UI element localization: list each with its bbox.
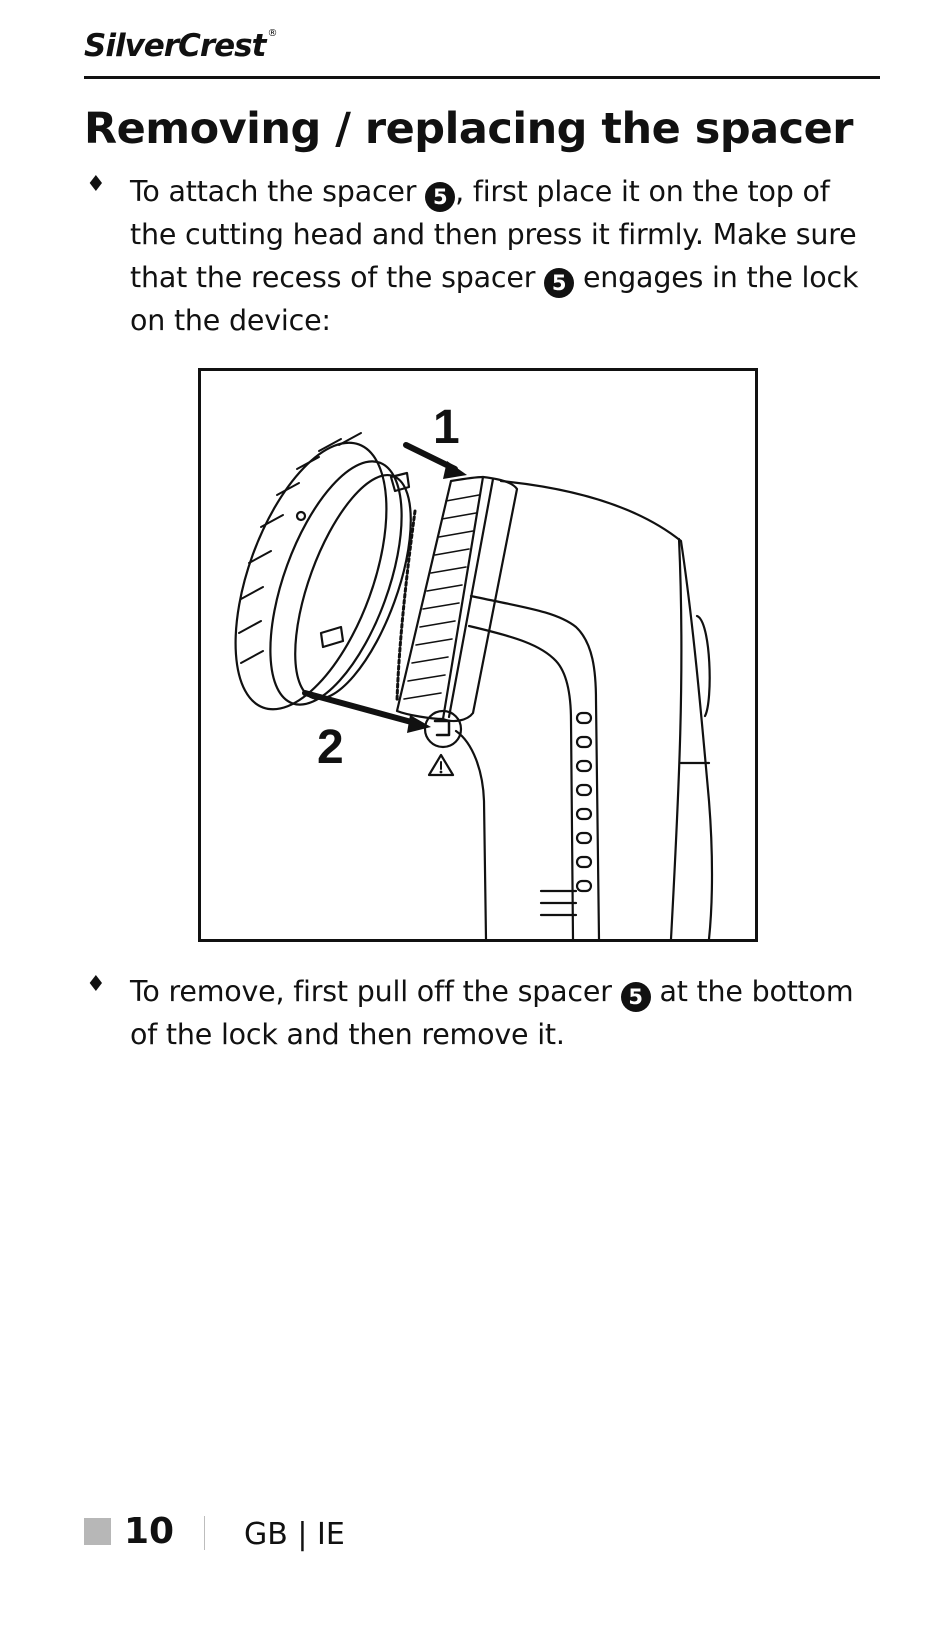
device-switch bbox=[695, 614, 711, 718]
device-body bbox=[499, 479, 714, 939]
warning-triangle-icon bbox=[427, 753, 455, 777]
part-reference-badge: 5 bbox=[425, 182, 456, 212]
bullet-diamond-icon: ♦ bbox=[86, 972, 106, 997]
spacer-ring-outer bbox=[234, 441, 388, 711]
page-marker-square-icon bbox=[84, 1518, 111, 1545]
device-back-edge bbox=[669, 537, 683, 939]
header-rule bbox=[84, 76, 880, 79]
part-reference-badge: 5 bbox=[620, 982, 651, 1012]
footer-divider bbox=[204, 1516, 205, 1550]
instruction-attach: ♦ To attach the spacer 5, first place it… bbox=[84, 170, 884, 342]
page-number: 10 bbox=[124, 1511, 175, 1552]
instruction-remove: ♦ To remove, first pull off the spacer 5… bbox=[84, 970, 884, 1056]
arrow-2 bbox=[302, 690, 418, 726]
brand-logo: SilverCrest® bbox=[84, 28, 277, 64]
text-segment: To attach the spacer bbox=[130, 175, 426, 208]
vent-slots bbox=[575, 711, 593, 893]
spacer-ring-inner bbox=[269, 460, 403, 706]
language-codes: GB | IE bbox=[244, 1517, 345, 1552]
handle-outer bbox=[469, 594, 601, 939]
text-segment: engages in the lock on the device: bbox=[130, 261, 859, 337]
handle-inner bbox=[467, 624, 575, 939]
instruction-text: To remove, first pull off the spacer 5 a… bbox=[130, 970, 884, 1056]
cutting-head bbox=[395, 475, 485, 721]
text-segment: , first place it on the top of the cutti… bbox=[130, 175, 857, 294]
spacer-illustration: 1 2 bbox=[198, 368, 758, 942]
bullet-diamond-icon: ♦ bbox=[86, 172, 106, 197]
brand-name: SilverCrest bbox=[84, 28, 266, 64]
section-title: Removing / replacing the spacer bbox=[84, 104, 853, 154]
blade-grid bbox=[395, 509, 417, 703]
lock-highlight bbox=[423, 709, 463, 749]
spacer-ring-teeth bbox=[238, 432, 362, 664]
callout-1: 1 bbox=[433, 401, 460, 454]
instruction-text: To attach the spacer 5, first place it o… bbox=[130, 170, 884, 342]
cutting-head-rim bbox=[441, 475, 519, 723]
part-reference-badge: 5 bbox=[544, 268, 575, 298]
registered-mark: ® bbox=[267, 28, 277, 39]
text-segment: To remove, first pull off the spacer bbox=[130, 975, 621, 1008]
cutting-head-ribs bbox=[403, 494, 480, 700]
callout-2: 2 bbox=[317, 721, 344, 774]
device-front-edge bbox=[454, 729, 488, 939]
text-segment: at the bottom of the lock and then remov… bbox=[130, 975, 854, 1051]
